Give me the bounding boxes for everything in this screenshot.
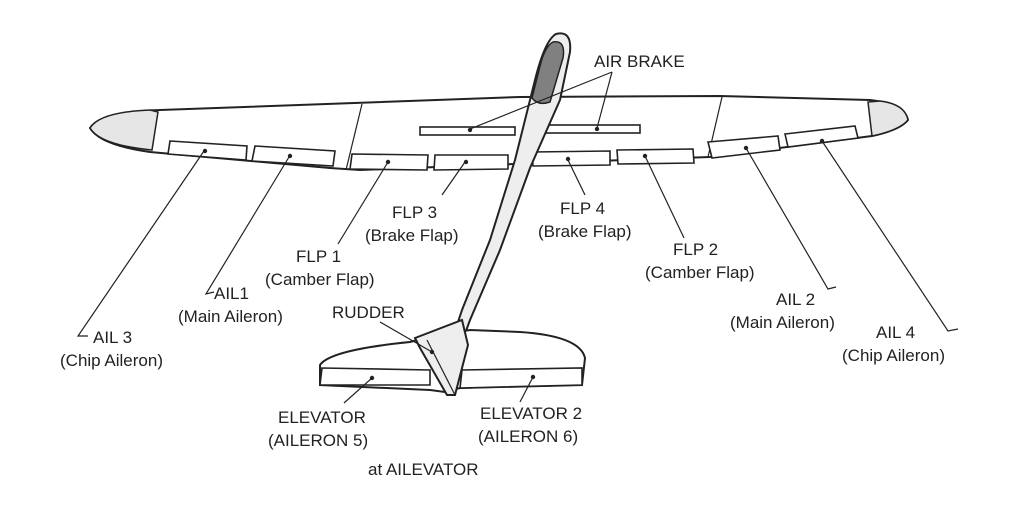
- leader-flp1: [337, 161, 389, 245]
- label-ail1-sub: (Main Aileron): [178, 307, 283, 326]
- surface-ail2: [706, 135, 781, 159]
- leader-elevator2: [519, 376, 534, 403]
- leader-elevator1: [343, 377, 373, 404]
- dot-ail2: [743, 145, 749, 151]
- label-elevator2: ELEVATOR 2: [480, 404, 582, 423]
- dot-air-brake-right: [594, 126, 600, 132]
- canopy: [531, 41, 565, 105]
- label-elevator1-sub: (AILERON 5): [268, 431, 368, 450]
- label-ail1: AIL1: [214, 284, 249, 303]
- label-ail3-sub: (Chip Aileron): [60, 351, 163, 370]
- dot-ail3: [202, 148, 208, 154]
- dot-flp1: [385, 159, 391, 165]
- surface-elevator1: [319, 367, 431, 386]
- leader-ail1: [204, 156, 290, 295]
- wing-joint-left: [345, 103, 363, 171]
- leader-air-brake-left: [469, 71, 613, 130]
- dot-air-brake-left: [467, 127, 473, 133]
- label-flp3: FLP 3: [392, 203, 437, 222]
- dot-elevator2: [530, 374, 536, 380]
- leader-air-brake-right: [596, 71, 613, 129]
- dot-flp3: [463, 159, 469, 165]
- left-wingtip: [89, 109, 159, 151]
- label-flp2-sub: (Camber Flap): [645, 263, 755, 282]
- surface-ail1: [251, 145, 336, 167]
- label-ail2: AIL 2: [776, 290, 815, 309]
- label-air-brake: AIR BRAKE: [594, 52, 685, 71]
- leader-flp3: [441, 161, 466, 196]
- surface-flp2: [616, 148, 695, 165]
- air-brake-left: [419, 126, 516, 136]
- label-footer: at AILEVATOR: [368, 460, 479, 479]
- leader-flp4: [567, 159, 586, 196]
- dot-elevator1: [369, 375, 375, 381]
- label-flp1: FLP 1: [296, 247, 341, 266]
- dot-flp2: [642, 153, 648, 159]
- label-flp4-sub: (Brake Flap): [538, 222, 632, 241]
- label-rudder: RUDDER: [332, 303, 405, 322]
- label-flp1-sub: (Camber Flap): [265, 270, 375, 289]
- label-flp3-sub: (Brake Flap): [365, 226, 459, 245]
- label-ail2-sub: (Main Aileron): [730, 313, 835, 332]
- label-ail4: AIL 4: [876, 323, 915, 342]
- leader-ail4: [821, 140, 959, 332]
- surface-ail3: [167, 140, 248, 161]
- rudder-hinge: [426, 339, 456, 396]
- label-ail4-sub: (Chip Aileron): [842, 346, 945, 365]
- surface-flp3: [433, 154, 509, 171]
- label-ail3: AIL 3: [93, 328, 132, 347]
- label-elevator1: ELEVATOR: [278, 408, 366, 427]
- leader-rudder: [379, 321, 433, 353]
- dot-ail4: [819, 138, 825, 144]
- leader-ail2: [745, 147, 837, 290]
- dot-flp4: [565, 156, 571, 162]
- air-brake-right: [544, 124, 641, 134]
- surface-flp4: [531, 150, 611, 167]
- dot-ail1: [287, 153, 293, 159]
- leader-flp2: [644, 155, 685, 239]
- label-flp4: FLP 4: [560, 199, 605, 218]
- surface-elevator2: [459, 367, 583, 389]
- leader-ail3: [76, 150, 205, 337]
- label-elevator2-sub: (AILERON 6): [478, 427, 578, 446]
- dot-rudder: [429, 349, 435, 355]
- label-flp2: FLP 2: [673, 240, 718, 259]
- surface-ail4: [784, 125, 859, 148]
- right-wingtip: [867, 100, 909, 137]
